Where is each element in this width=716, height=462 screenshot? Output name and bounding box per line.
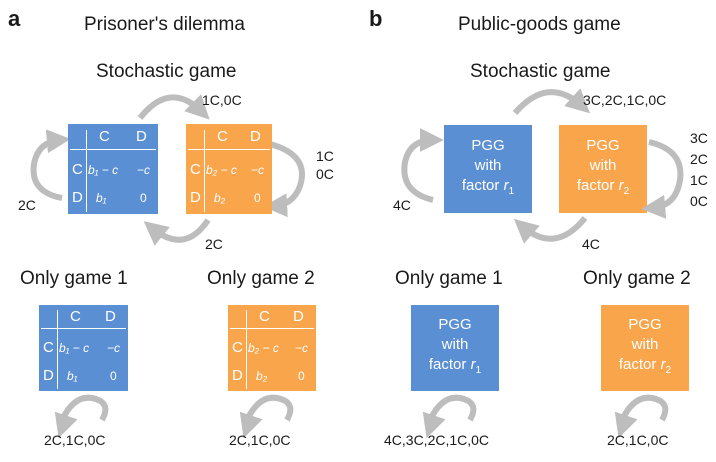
edge-b-g2-self-2: 2C — [690, 151, 708, 167]
pgg-line1: PGG — [586, 137, 620, 154]
edge-b-only1-self: 4C,3C,2C,1C,0C — [384, 432, 490, 448]
pgg-line1: PGG — [471, 137, 505, 154]
pd-matrix-only-game2: C D C D b₂ − c −c b₂ 0 — [228, 305, 316, 391]
panel-b-title: Public-goods game — [458, 14, 621, 35]
arrow-a-g1-self — [30, 129, 71, 201]
arrow-a-only2-head — [239, 411, 263, 439]
pgg-box-only-game1: PGG with factor r1 — [411, 305, 499, 391]
pgg-line3: factor r1 — [428, 356, 482, 376]
panel-b-stochastic-label: Stochastic game — [470, 61, 611, 82]
payoff-dc: b₂ — [256, 369, 268, 383]
pgg-line3: factor r2 — [576, 177, 630, 197]
payoff-dc: b₁ — [96, 191, 107, 205]
edge-b-g2-to-g1: 4C — [582, 236, 600, 252]
edge-b-g2-self-3: 1C — [690, 172, 708, 188]
edge-b-only2-self: 2C,1C,0C — [607, 432, 669, 448]
payoff-dd: 0 — [254, 191, 261, 205]
pgg-line3: factor r1 — [461, 177, 515, 197]
edge-a-g2-self-1: 1C — [316, 148, 334, 164]
matrix-col-d: D — [136, 128, 147, 145]
payoff-cd: −c — [107, 341, 121, 355]
matrix-col-c: C — [99, 128, 110, 145]
pgg-line2: with — [589, 157, 617, 174]
pgg-line3: factor r2 — [618, 356, 672, 376]
payoff-dc: b₂ — [214, 191, 226, 205]
payoff-dd: 0 — [110, 369, 117, 383]
arrow-b-only2-self — [619, 394, 669, 422]
arrow-b-g2-to-g1 — [513, 216, 588, 244]
edge-b-g2-self-4: 0C — [690, 193, 708, 209]
arrow-a-only1-self — [59, 394, 109, 422]
payoff-cc: b₂ − c — [248, 341, 279, 355]
payoff-dd: 0 — [298, 369, 305, 383]
matrix-col-d: D — [293, 308, 304, 325]
pgg-line2: with — [441, 336, 469, 353]
pgg-box-only-game2: PGG with factor r2 — [601, 305, 689, 391]
arrow-a-only1-head — [54, 411, 78, 439]
panel-letter-a: a — [8, 6, 21, 31]
arrow-b-g1-to-g2 — [512, 88, 590, 115]
arrow-a-only2-self — [244, 394, 294, 422]
payoff-dc: b₁ — [67, 369, 78, 383]
arrow-a-g2-to-g1 — [143, 218, 211, 246]
payoff-cd: −c — [295, 341, 309, 355]
pgg-box-game2: PGG with factor r2 — [559, 125, 647, 213]
edge-b-g1-self: 4C — [393, 197, 411, 213]
edge-b-g2-self-1: 3C — [690, 130, 708, 146]
pgg-line2: with — [631, 336, 659, 353]
pgg-line1: PGG — [438, 316, 472, 333]
panel-a-only1-label: Only game 1 — [20, 268, 128, 289]
panel-b-only2-label: Only game 2 — [583, 268, 691, 289]
arrow-b-only1-head — [422, 411, 446, 439]
panel-a-stochastic-label: Stochastic game — [96, 61, 237, 82]
payoff-cd: −c — [137, 163, 151, 177]
pd-matrix-game1: C D C D b₁ − c −c b₁ 0 — [68, 124, 158, 214]
matrix-row-d: D — [232, 367, 243, 384]
payoff-cd: −c — [251, 163, 265, 177]
matrix-row-d: D — [190, 189, 201, 206]
matrix-col-d: D — [105, 308, 116, 325]
matrix-col-d: D — [250, 128, 261, 145]
arrow-a-g1-to-g2 — [137, 94, 210, 120]
edge-b-g1-to-g2: 3C,2C,1C,0C — [583, 92, 667, 108]
pgg-line1: PGG — [628, 316, 662, 333]
payoff-dd: 0 — [140, 191, 147, 205]
matrix-row-c: C — [72, 161, 83, 178]
pd-matrix-only-game1: C D C D b₁ − c −c b₁ 0 — [39, 305, 128, 391]
pgg-box-game1: PGG with factor r1 — [444, 125, 532, 213]
matrix-col-c: C — [259, 308, 270, 325]
edge-a-only1-self: 2C,1C,0C — [44, 432, 106, 448]
arrow-a-g2-self — [263, 141, 305, 218]
edge-a-g1-self: 2C — [18, 197, 36, 213]
arrow-b-only1-self — [427, 394, 477, 422]
arrow-b-g1-self — [401, 128, 444, 203]
matrix-row-c: C — [232, 339, 243, 356]
payoff-cc: b₁ − c — [88, 163, 119, 177]
matrix-row-c: C — [190, 161, 201, 178]
edge-a-g1-to-g2: 1C,0C — [202, 92, 242, 108]
matrix-row-d: D — [43, 367, 54, 384]
panel-a-only2-label: Only game 2 — [207, 268, 315, 289]
payoff-cc: b₂ − c — [206, 163, 237, 177]
arrow-b-only2-head — [614, 411, 638, 439]
pgg-line2: with — [474, 157, 502, 174]
panel-a-title: Prisoner's dilemma — [84, 14, 245, 35]
edge-a-only2-self: 2C,1C,0C — [229, 432, 291, 448]
payoff-cc: b₁ − c — [59, 341, 90, 355]
panel-letter-b: b — [369, 6, 383, 31]
matrix-col-c: C — [70, 308, 81, 325]
pd-matrix-game2: C D C D b₂ − c −c b₂ 0 — [186, 124, 272, 214]
matrix-row-c: C — [43, 339, 54, 356]
matrix-row-d: D — [72, 189, 83, 206]
edge-a-g2-self-2: 0C — [316, 166, 334, 182]
edge-a-g2-to-g1: 2C — [205, 236, 223, 252]
matrix-col-c: C — [217, 128, 228, 145]
panel-b-only1-label: Only game 1 — [395, 268, 503, 289]
